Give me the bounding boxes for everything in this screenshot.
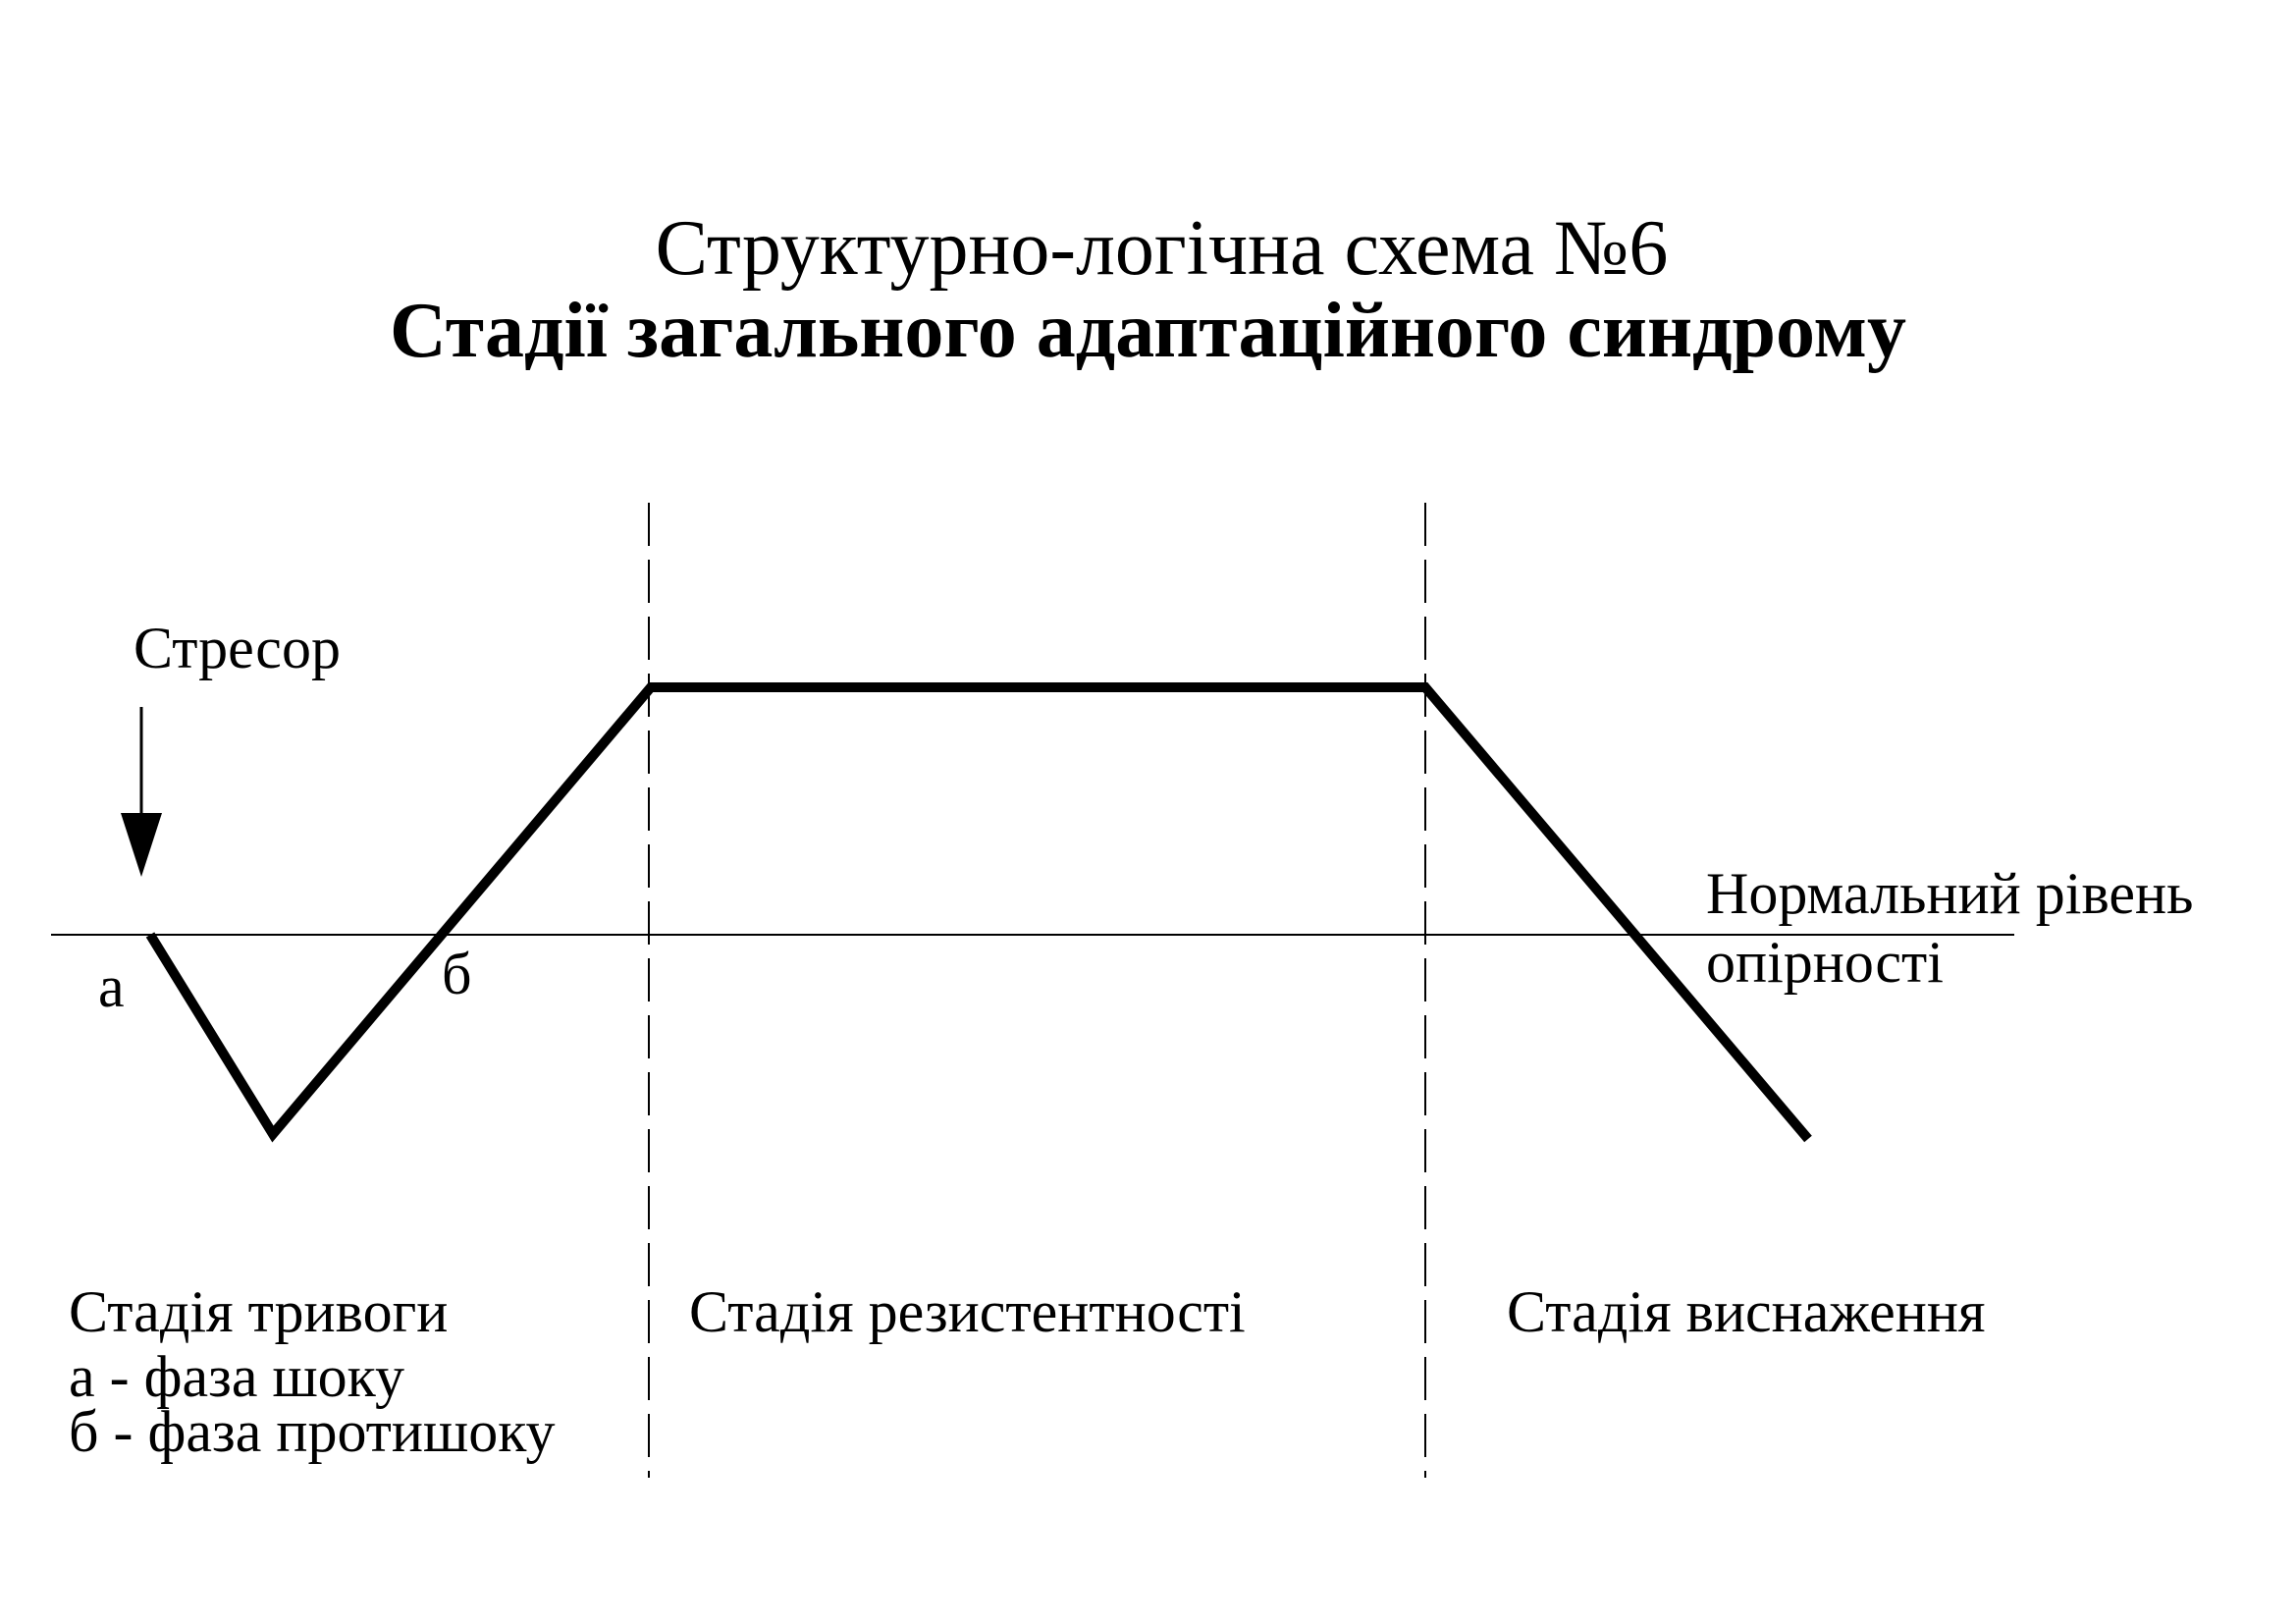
phase-b-mark: б bbox=[442, 942, 472, 1006]
normal-level-label-line2: опірності bbox=[1706, 930, 1944, 995]
resistance-curve bbox=[145, 682, 1812, 1143]
normal-level-label-line1: Нормальний рівень bbox=[1706, 861, 2194, 926]
stressor-label: Стресор bbox=[133, 616, 341, 680]
diagram-title: Стадії загального адаптаційного синдрому bbox=[390, 288, 1906, 374]
stage-alarm-phase-b: б - фаза протишоку bbox=[69, 1399, 556, 1464]
stressor-arrow-head bbox=[121, 813, 162, 877]
stage-alarm-phase-a: а - фаза шоку bbox=[69, 1344, 404, 1409]
stage-alarm-title: Стадія тривоги bbox=[69, 1279, 448, 1344]
diagram-subtitle: Структурно-логічна схема №6 bbox=[655, 205, 1669, 292]
stage-exhaustion-title: Стадія виснаження bbox=[1507, 1279, 1986, 1344]
phase-a-mark: а bbox=[98, 954, 125, 1019]
stage-resistance-title: Стадія резистентності bbox=[689, 1279, 1246, 1344]
